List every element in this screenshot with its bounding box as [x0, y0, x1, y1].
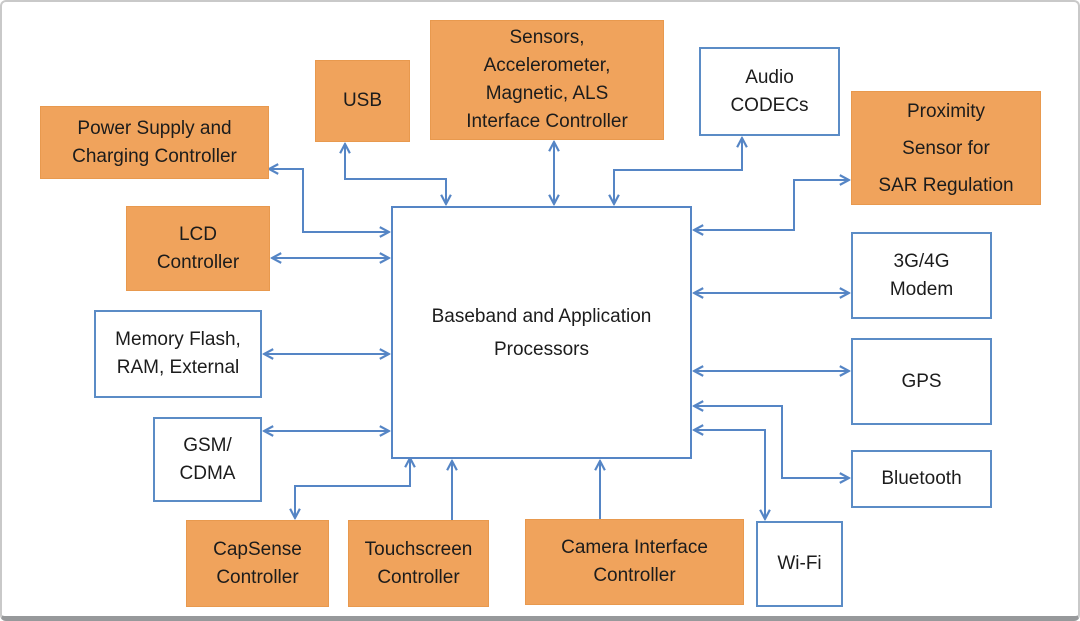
block-label-line: Memory Flash, — [115, 329, 241, 350]
block-usb: USB — [315, 60, 410, 142]
connector-audio-codecs — [614, 138, 742, 204]
block-lcd-controller: LCD Controller — [126, 206, 270, 291]
block-3g-4g-modem: 3G/4G Modem — [851, 232, 992, 319]
connector-bluetooth — [694, 406, 849, 478]
block-label-line: LCD — [178, 223, 217, 245]
connector-wifi — [694, 430, 765, 519]
block-label-line: Magnetic, ALS — [485, 83, 609, 104]
block-label-line: Interface Controller — [466, 111, 628, 132]
block-sensors-interface: Sensors, Accelerometer, Magnetic, ALS In… — [430, 20, 664, 140]
block-bluetooth: Bluetooth — [851, 450, 992, 508]
block-wifi: Wi-Fi — [756, 521, 843, 607]
block-label-line: USB — [342, 90, 383, 111]
connector-power-supply — [269, 169, 389, 232]
block-camera-interface-controller: Camera Interface Controller — [525, 519, 744, 605]
block-power-supply: Power Supply and Charging Controller — [40, 106, 269, 179]
block-label-line: GPS — [901, 370, 942, 392]
block-proximity-sensor: Proximity Sensor for SAR Regulation — [851, 91, 1041, 205]
block-gps: GPS — [851, 338, 992, 425]
block-touchscreen-controller: Touchscreen Controller — [348, 520, 489, 607]
block-label-line: Processors — [493, 338, 590, 360]
block-baseband-processors: Baseband and Application Processors — [391, 206, 692, 459]
block-label-line: Controller — [377, 566, 460, 588]
block-label-line: Baseband and Application — [431, 305, 652, 327]
block-label-line: CapSense — [213, 538, 302, 560]
block-label-line: Wi-Fi — [777, 553, 822, 574]
block-label-line: Modem — [889, 278, 954, 300]
block-label-line: 3G/4G — [893, 250, 950, 272]
block-label-line: Power Supply and — [77, 117, 232, 139]
block-label-line: Audio — [745, 66, 794, 88]
block-label-line: Proximity — [906, 100, 986, 122]
block-label-line: CDMA — [179, 462, 236, 484]
block-label-line: GSM/ — [183, 434, 232, 456]
connector-proximity — [694, 180, 849, 230]
block-label-line: Sensors, — [509, 27, 585, 48]
block-label-line: SAR Regulation — [878, 174, 1014, 196]
block-label-line: Sensor for — [902, 137, 990, 159]
connector-capsense — [295, 458, 410, 518]
block-label-line: Accelerometer, — [483, 55, 611, 76]
block-label-line: CODECs — [730, 94, 809, 116]
block-label-line: Controller — [593, 565, 676, 586]
block-label-line: Touchscreen — [364, 538, 473, 560]
block-label-line: Charging Controller — [72, 145, 237, 167]
block-label-line: Camera Interface — [561, 537, 708, 558]
block-label-line: Controller — [216, 566, 299, 588]
block-gsm-cdma: GSM/ CDMA — [153, 417, 262, 502]
connector-usb — [345, 144, 446, 204]
block-label-line: RAM, External — [116, 357, 240, 378]
block-label-line: Bluetooth — [881, 468, 962, 489]
block-memory: Memory Flash, RAM, External — [94, 310, 262, 398]
block-audio-codecs: Audio CODECs — [699, 47, 840, 136]
block-label-line: Controller — [156, 251, 240, 273]
block-capsense-controller: CapSense Controller — [186, 520, 329, 607]
